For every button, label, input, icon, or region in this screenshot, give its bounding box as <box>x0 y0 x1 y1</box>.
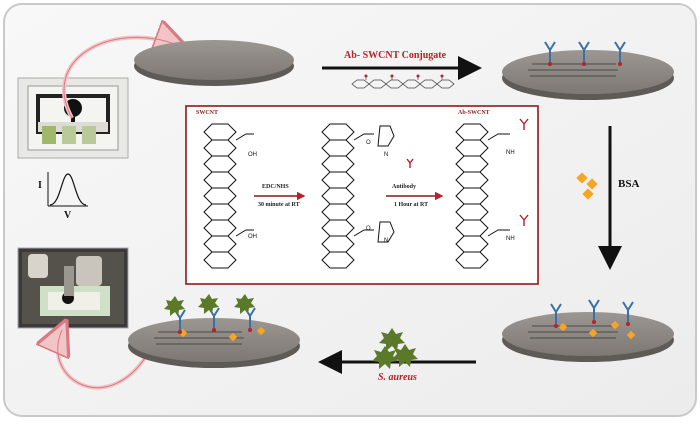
disc-ab-swcnt-bsa <box>502 312 674 362</box>
bare-electrode-disc <box>134 40 294 86</box>
label-ab-swcnt: Ab-SWCNT <box>458 110 490 116</box>
bound-bacteria <box>164 294 255 316</box>
axis-label-v: V <box>64 210 72 221</box>
disc-detection <box>128 318 300 368</box>
label-oh-top: OH <box>248 152 257 158</box>
electrode-photo <box>17 77 129 159</box>
label-n-top: N <box>384 152 389 158</box>
label-edc-nhs: EDC/NHS <box>262 184 289 190</box>
swcnt-structure <box>203 123 510 269</box>
bsa-diamond-icon <box>576 172 598 200</box>
conjugate-strip <box>351 74 455 89</box>
curved-arrow-bottom-outline <box>57 329 151 389</box>
label-ab-swcnt-conjugate: Ab- SWCNT Conjugate <box>344 50 447 61</box>
curved-arrow-top-outline <box>63 36 179 119</box>
label-1-hour: 1 Hour at RT <box>394 202 429 208</box>
label-30-minute: 30 minute at RT <box>258 202 300 208</box>
label-antibody: Antibody <box>392 184 417 190</box>
electrode-photo-hand <box>17 247 129 329</box>
label-o-bottom: O <box>366 226 371 232</box>
label-s-aureus: S. aureus <box>378 372 417 383</box>
peak-curve-icon <box>47 172 88 207</box>
label-nh-top: NH <box>506 150 515 156</box>
label-oh-bottom: OH <box>248 234 257 240</box>
label-nh-bottom: NH <box>506 236 515 242</box>
label-swcnt: SWCNT <box>196 110 219 116</box>
label-bsa: BSA <box>618 178 640 190</box>
axis-label-i: I <box>38 180 42 191</box>
bacteria-star-icon <box>372 328 418 369</box>
label-o-top: O <box>366 140 371 146</box>
label-n-bottom: N <box>384 238 389 244</box>
disc-ab-swcnt <box>502 50 674 100</box>
antibody-icon <box>174 41 634 330</box>
